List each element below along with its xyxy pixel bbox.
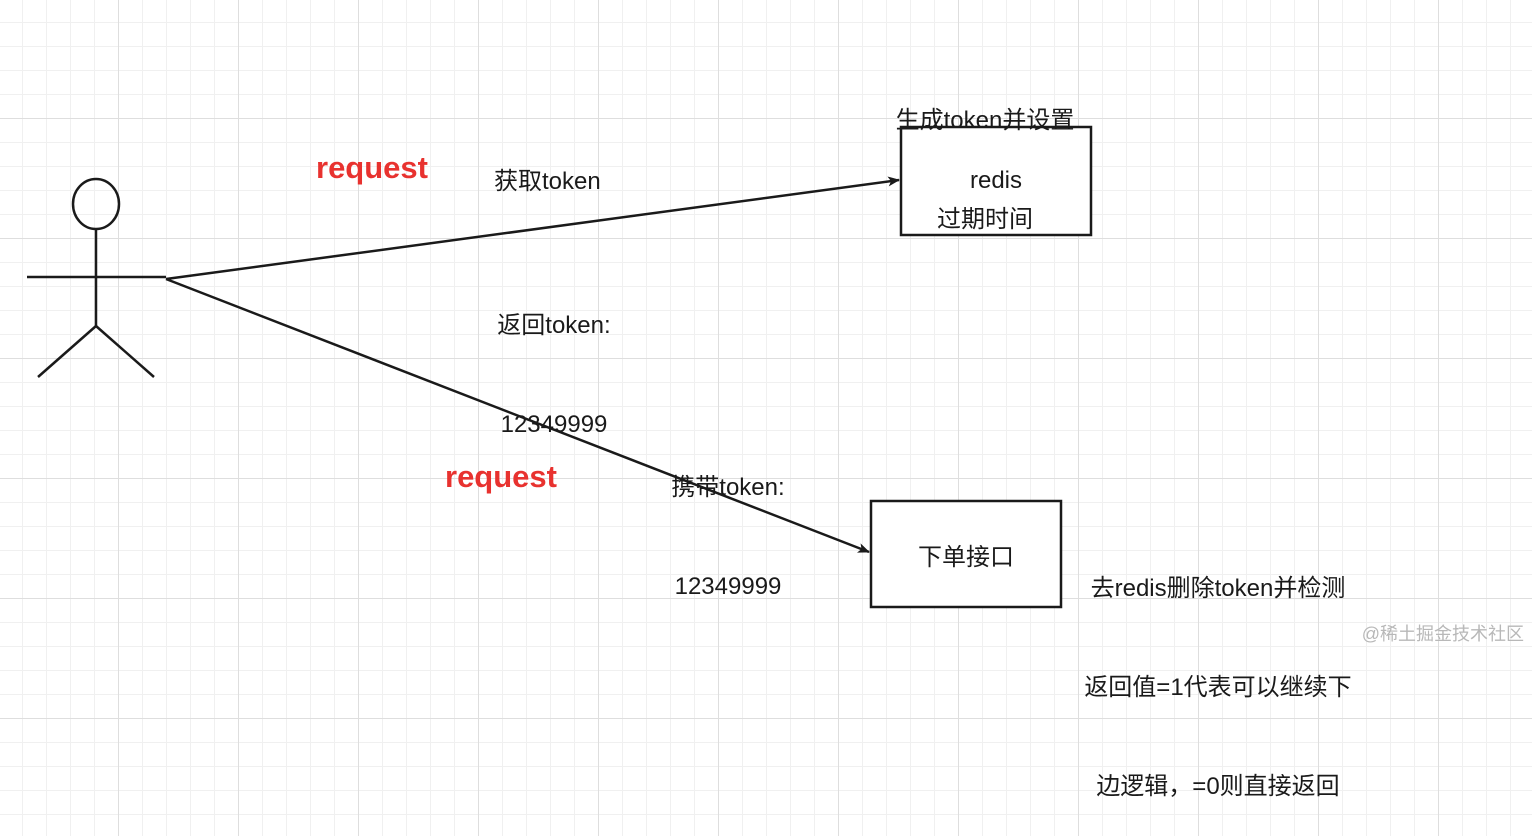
order-note-line: 边逻辑，=0则直接返回 <box>1096 773 1340 800</box>
carry-token-label: 携带token: 12349999 <box>648 405 808 636</box>
diagram-canvas <box>27 125 1093 609</box>
watermark: @稀土掘金技术社区 <box>1361 624 1524 644</box>
redis-note: 生成token并设置 过期时间 <box>865 38 1105 269</box>
order-note: 去redis删除token并检测 返回值=1代表可以继续下 边逻辑，=0则直接返… <box>1068 506 1368 836</box>
order-note-line: 返回值=1代表可以继续下 <box>1084 674 1352 701</box>
request-label-top: request <box>316 150 428 185</box>
stick-figure-user-icon <box>27 177 166 378</box>
return-token-line: 12349999 <box>500 411 608 438</box>
return-token-label: 返回token: 12349999 <box>474 243 634 474</box>
order-note-line: 去redis删除token并检测 <box>1090 575 1346 602</box>
return-token-line: 返回token: <box>497 312 611 339</box>
redis-box-label: redis <box>969 167 1023 194</box>
carry-token-line: 携带token: <box>671 474 785 501</box>
redis-box <box>899 125 1093 237</box>
carry-token-line: 12349999 <box>674 573 782 600</box>
redis-note-line: 过期时间 <box>937 206 1033 233</box>
order-api-box <box>869 499 1063 609</box>
order-api-box-label: 下单接口 <box>918 543 1014 571</box>
get-token-label: 获取token <box>494 168 601 195</box>
edge-to-order <box>165 277 870 554</box>
redis-note-line: 生成token并设置 <box>895 107 1075 134</box>
edge-to-redis <box>165 176 900 281</box>
request-label-bottom: request <box>445 459 557 494</box>
